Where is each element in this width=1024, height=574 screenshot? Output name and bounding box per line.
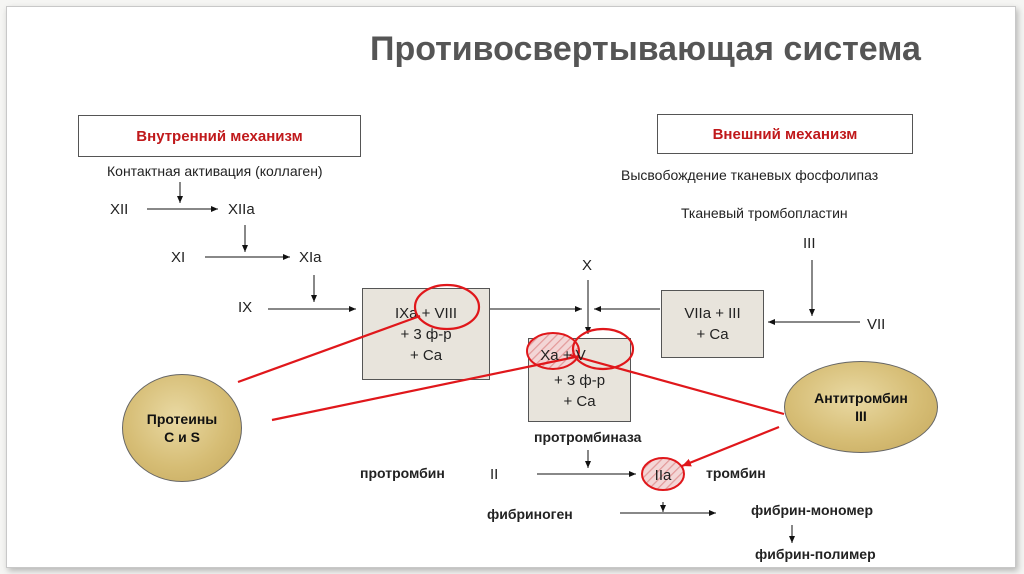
- intrinsic-header-label: Внутренний механизм: [136, 127, 303, 145]
- xa-line-2: + 3 ф-р: [553, 371, 606, 389]
- factor-xii: XII: [110, 201, 129, 218]
- antithrombin-to-xa-line: [569, 353, 785, 416]
- extrinsic-header-label: Внешний механизм: [712, 125, 858, 143]
- xa-overlay-text: Xa + V: [540, 347, 585, 364]
- proteins-line-2: C и S: [164, 429, 200, 445]
- prothrombinase-label: протромбиназа: [534, 429, 642, 445]
- factor-ii: II: [490, 466, 499, 483]
- tissue-thromboplastin-label: Тканевый тромбопластин: [681, 205, 848, 221]
- ixa-line-3: + Ca: [409, 346, 443, 364]
- viia-complex-box: VIIa + III + Ca: [661, 290, 764, 358]
- viia-line-2: + Ca: [696, 326, 729, 343]
- factor-xiia: XIIa: [228, 201, 255, 218]
- antithrombin-oval: Антитромбин III: [784, 361, 938, 453]
- prothrombin-label: протромбин: [360, 465, 445, 481]
- v-red-circle: [571, 327, 635, 371]
- ixa-complex-box: IXa + VIII + 3 ф-р + Ca: [362, 288, 490, 380]
- fibrin-polymer-label: фибрин-полимер: [755, 546, 876, 562]
- page-title: Противосвертывающая система: [370, 30, 921, 68]
- extrinsic-header: Внешний механизм: [657, 114, 913, 154]
- viia-line-1: VIIa + III: [684, 305, 741, 322]
- phospholipase-release-label: Высвобождение тканевых фосфолипаз: [621, 167, 879, 183]
- proteins-to-viii-line: [237, 314, 421, 384]
- factor-vii: VII: [867, 316, 886, 333]
- antithrombin-line-1: Антитромбин: [814, 390, 908, 406]
- xa-line-3: + Ca: [563, 392, 596, 410]
- thrombin-label: тромбин: [706, 465, 766, 481]
- factor-x: X: [582, 257, 593, 274]
- fibrinogen-label: фибриноген: [487, 506, 573, 522]
- antithrombin-line-2: III: [855, 408, 867, 424]
- iia-hatched-highlight: [641, 457, 685, 491]
- iia-text: IIa: [655, 467, 672, 484]
- antithrombin-to-iia-arrow: [681, 425, 780, 468]
- factor-ix: IX: [238, 299, 253, 316]
- contact-activation-label: Контактная активация (коллаген): [107, 163, 323, 179]
- proteins-to-v-line: [271, 354, 581, 422]
- ixa-line-2: + 3 ф-р: [400, 325, 452, 343]
- fibrin-monomer-label: фибрин-мономер: [751, 502, 874, 518]
- viii-red-circle: [413, 283, 481, 331]
- factor-xia: XIa: [299, 249, 322, 266]
- proteins-line-1: Протеины: [146, 411, 218, 427]
- proteins-c-s-oval: Протеины C и S: [122, 374, 242, 482]
- factor-iii: III: [803, 235, 816, 252]
- factor-xi: XI: [171, 249, 186, 266]
- intrinsic-header: Внутренний механизм: [78, 115, 361, 157]
- ixa-line-1: IXa + VIII: [394, 304, 458, 322]
